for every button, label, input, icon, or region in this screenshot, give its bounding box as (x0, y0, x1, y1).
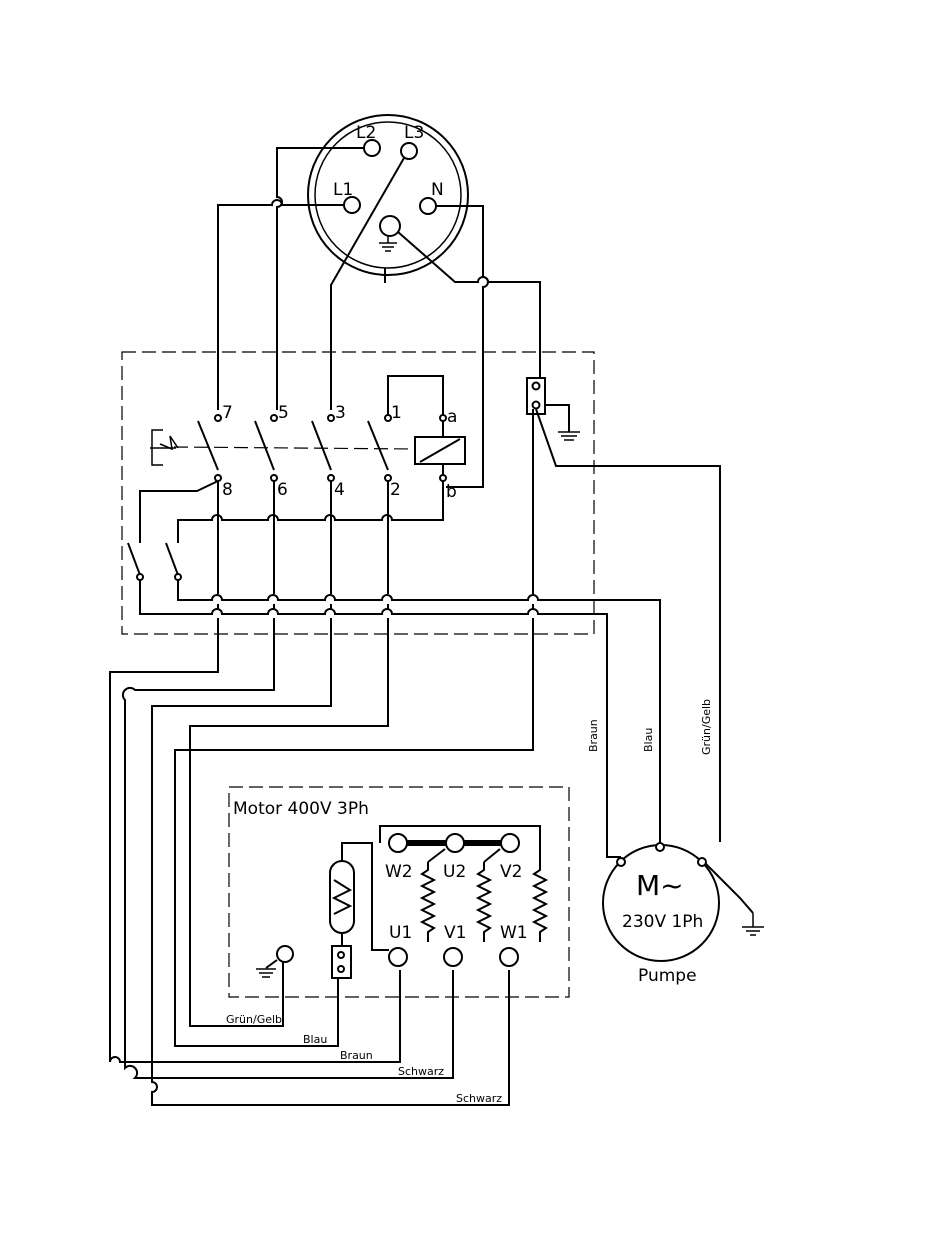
wire-label-schwarz-1: Schwarz (398, 1065, 444, 1078)
switch-terminal-6: 6 (277, 480, 288, 500)
motor-earth-icon (256, 969, 276, 977)
motor-terminal-u2: U2 (443, 862, 466, 882)
wire-label-schwarz-2: Schwarz (456, 1092, 502, 1105)
switch-terminal-b: b (446, 482, 457, 502)
motor-pin-v1 (444, 948, 462, 966)
socket-pin-l3 (401, 143, 417, 159)
motor-terminal-v2: V2 (500, 862, 522, 882)
switch-earth-icon (558, 432, 580, 440)
switch-terminal-8: 8 (222, 480, 233, 500)
socket-earth-icon (379, 236, 397, 251)
switch-terminal-4: 4 (334, 480, 345, 500)
socket-label-n: N (431, 180, 444, 200)
motor-earth-pin (277, 946, 293, 962)
motor-pin-u1 (389, 948, 407, 966)
wire-label-gruen-gelb-motor: Grün/Gelb (226, 1013, 282, 1026)
motor-pin-w2 (389, 834, 407, 852)
motor-pin-u2 (446, 834, 464, 852)
pump-rating: 230V 1Ph (622, 912, 703, 932)
switch-terminal-7: 7 (222, 403, 233, 423)
pump-label: Pumpe (638, 966, 697, 986)
motor-title: Motor 400V 3Ph (233, 799, 369, 819)
motor-terminal-v1: V1 (444, 923, 466, 943)
socket-label-l1: L1 (333, 180, 353, 200)
pump-symbol: M~ (636, 869, 684, 902)
socket-pin-earth (380, 216, 400, 236)
motor-terminal-w2: W2 (385, 862, 413, 882)
wire-label-gruen-gelb-pump: Grün/Gelb (700, 699, 713, 755)
switch-terminal-a: a (447, 407, 457, 427)
socket-label-l3: L3 (404, 123, 424, 143)
wire-label-blau-motor: Blau (303, 1033, 327, 1046)
motor-pin-v2 (501, 834, 519, 852)
wire-label-blau-pump: Blau (642, 728, 655, 752)
switch-terminal-2: 2 (390, 480, 401, 500)
socket-label-l2: L2 (356, 123, 376, 143)
supply-wires (218, 148, 540, 487)
winding-w (534, 862, 546, 942)
switch-terminal-1: 1 (391, 403, 402, 423)
wire-label-braun-pump: Braun (587, 719, 600, 752)
motor-terminal-board (266, 826, 546, 978)
switch-housing (122, 352, 594, 634)
main-switch (140, 376, 465, 543)
motor-terminal-w1: W1 (500, 923, 528, 943)
switch-terminal-3: 3 (335, 403, 346, 423)
cee-socket (308, 115, 468, 283)
switch-terminal-5: 5 (278, 403, 289, 423)
pump-earth-icon (742, 913, 764, 935)
motor-terminal-u1: U1 (389, 923, 412, 943)
winding-u (422, 862, 434, 942)
pump-motor (603, 843, 753, 961)
motor-pin-w1 (500, 948, 518, 966)
socket-pin-n (420, 198, 436, 214)
winding-v (478, 862, 490, 942)
wire-label-braun-motor: Braun (340, 1049, 373, 1062)
